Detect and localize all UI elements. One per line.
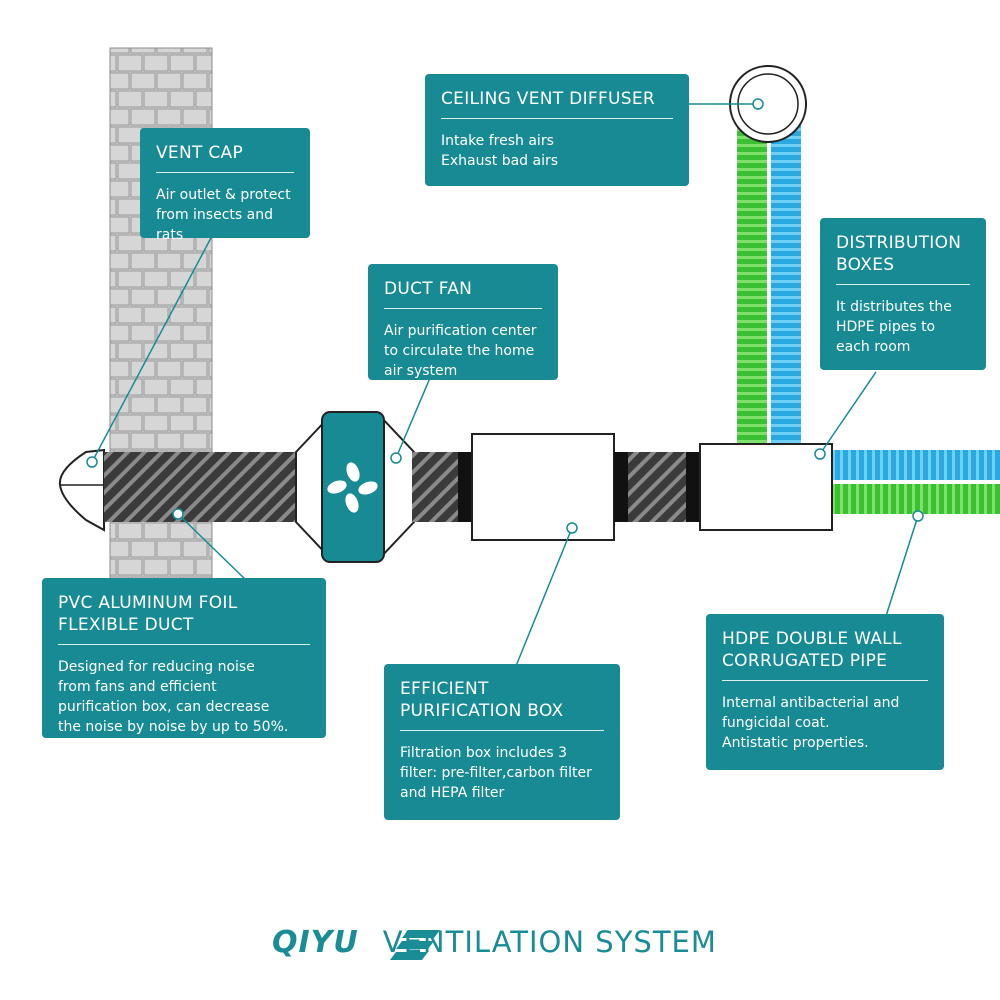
hdpe-pipe-title: HDPE DOUBLE WALL CORRUGATED PIPE <box>722 628 928 681</box>
pvc-duct-title: PVC ALUMINUM FOIL FLEXIBLE DUCT <box>58 592 310 645</box>
flexible-duct-middle <box>412 452 460 522</box>
brand-logo-text: QIYU <box>272 924 359 960</box>
callout-purification-box: EFFICIENT PURIFICATION BOX Filtration bo… <box>384 664 620 820</box>
callout-hdpe-pipe: HDPE DOUBLE WALL CORRUGATED PIPE Interna… <box>706 614 944 770</box>
flexible-duct-right <box>628 452 688 522</box>
distribution-boxes-description: It distributes the HDPE pipes to each ro… <box>836 299 952 355</box>
callout-distribution-boxes: DISTRIBUTION BOXES It distributes the HD… <box>820 218 986 370</box>
blue-vertical-pipe <box>771 120 801 450</box>
brand-footer: QIYU VENTILATION SYSTEM <box>272 922 717 962</box>
callout-vent-cap: VENT CAP Air outlet & protect from insec… <box>140 128 310 243</box>
ceiling-vent-description: Intake fresh airs Exhaust bad airs <box>441 133 559 169</box>
qiyu-logo-mark <box>390 930 440 960</box>
hdpe-pipe-description: Internal antibacterial and fungicidal co… <box>722 695 900 751</box>
vent-cap-description: Air outlet & protect from insects and ra… <box>156 187 291 243</box>
blue-horizontal-pipe <box>832 450 1000 480</box>
flexible-duct-left <box>104 452 300 522</box>
distribution-boxes-title: DISTRIBUTION BOXES <box>836 232 970 285</box>
leader-lines <box>91 103 919 667</box>
green-horizontal-pipe <box>832 484 1000 514</box>
duct-fan <box>321 411 385 563</box>
purification-box-description: Filtration box includes 3 filter: pre-fi… <box>400 745 592 801</box>
purification-box <box>471 433 615 541</box>
green-vertical-pipe <box>737 120 767 450</box>
ceiling-vent-title: CEILING VENT DIFFUSER <box>441 88 673 119</box>
duct-fan-title: DUCT FAN <box>384 278 542 309</box>
vent-cap-title: VENT CAP <box>156 142 294 173</box>
brand-tagline: VENTILATION SYSTEM <box>382 925 717 959</box>
duct-fan-description: Air purification center to circulate the… <box>384 323 537 379</box>
purification-box-title: EFFICIENT PURIFICATION BOX <box>400 678 604 731</box>
callout-duct-fan: DUCT FAN Air purification center to circ… <box>368 264 558 380</box>
callout-pvc-duct: PVC ALUMINUM FOIL FLEXIBLE DUCT Designed… <box>42 578 326 738</box>
fan-icon <box>327 462 378 513</box>
leader-dots <box>86 98 924 534</box>
callout-ceiling-vent: CEILING VENT DIFFUSER Intake fresh airs … <box>425 74 689 186</box>
pvc-duct-description: Designed for reducing noise from fans an… <box>58 659 289 735</box>
distribution-box <box>699 443 833 531</box>
